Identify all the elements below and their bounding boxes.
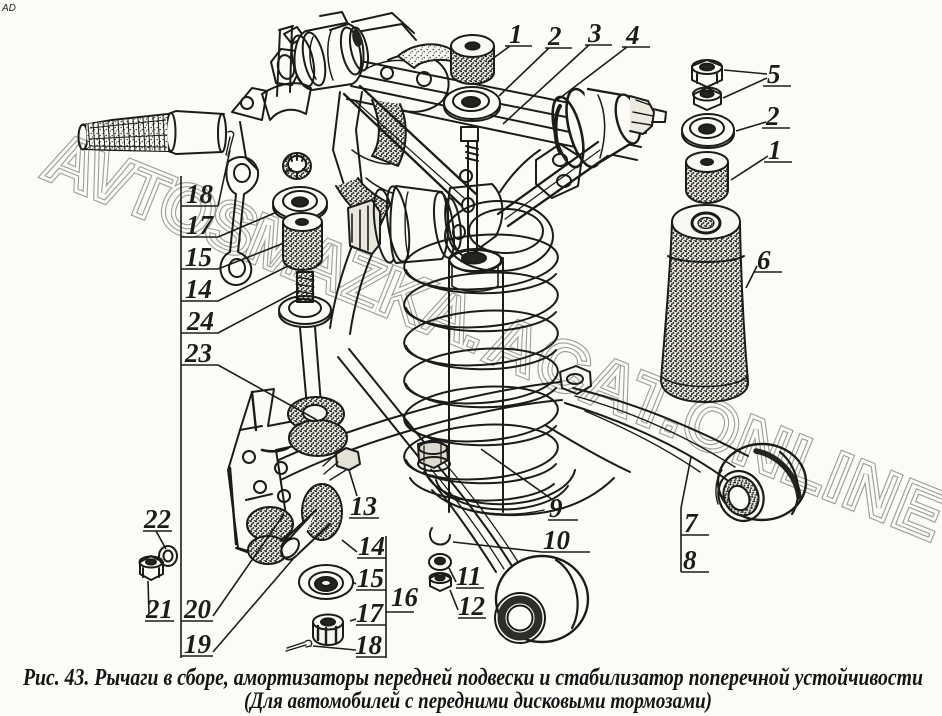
svg-text:(Для автомобилей с передними д: (Для автомобилей с передними дисковыми т…	[244, 688, 712, 713]
svg-text:15: 15	[185, 242, 212, 272]
svg-text:18: 18	[355, 630, 383, 660]
svg-text:19: 19	[184, 629, 212, 659]
svg-text:14: 14	[358, 531, 385, 561]
svg-text:4: 4	[625, 20, 640, 50]
svg-text:7: 7	[684, 508, 699, 538]
svg-text:12: 12	[458, 591, 485, 621]
svg-text:15: 15	[357, 563, 384, 593]
svg-text:2: 2	[765, 101, 780, 131]
svg-text:6: 6	[757, 245, 771, 275]
svg-text:9: 9	[549, 493, 563, 523]
svg-text:17: 17	[186, 210, 215, 240]
svg-text:10: 10	[543, 525, 571, 555]
svg-text:22: 22	[143, 504, 171, 534]
svg-text:17: 17	[356, 598, 385, 628]
svg-text:AD: AD	[1, 3, 16, 14]
svg-text:24: 24	[186, 306, 214, 336]
svg-text:Рис. 43. Рычаги в сборе, аморт: Рис. 43. Рычаги в сборе, амортизаторы пе…	[22, 665, 923, 691]
svg-text:2: 2	[547, 21, 562, 51]
svg-text:1: 1	[768, 135, 782, 165]
svg-text:16: 16	[391, 582, 419, 612]
svg-text:14: 14	[185, 274, 212, 304]
svg-text:11: 11	[456, 561, 482, 591]
svg-text:8: 8	[683, 545, 697, 575]
svg-text:23: 23	[184, 338, 212, 368]
svg-text:1: 1	[509, 19, 523, 49]
svg-text:13: 13	[350, 491, 377, 521]
svg-text:21: 21	[145, 594, 173, 624]
svg-text:3: 3	[587, 18, 602, 48]
svg-text:20: 20	[183, 594, 212, 624]
svg-text:5: 5	[767, 59, 781, 89]
svg-text:18: 18	[186, 179, 214, 209]
